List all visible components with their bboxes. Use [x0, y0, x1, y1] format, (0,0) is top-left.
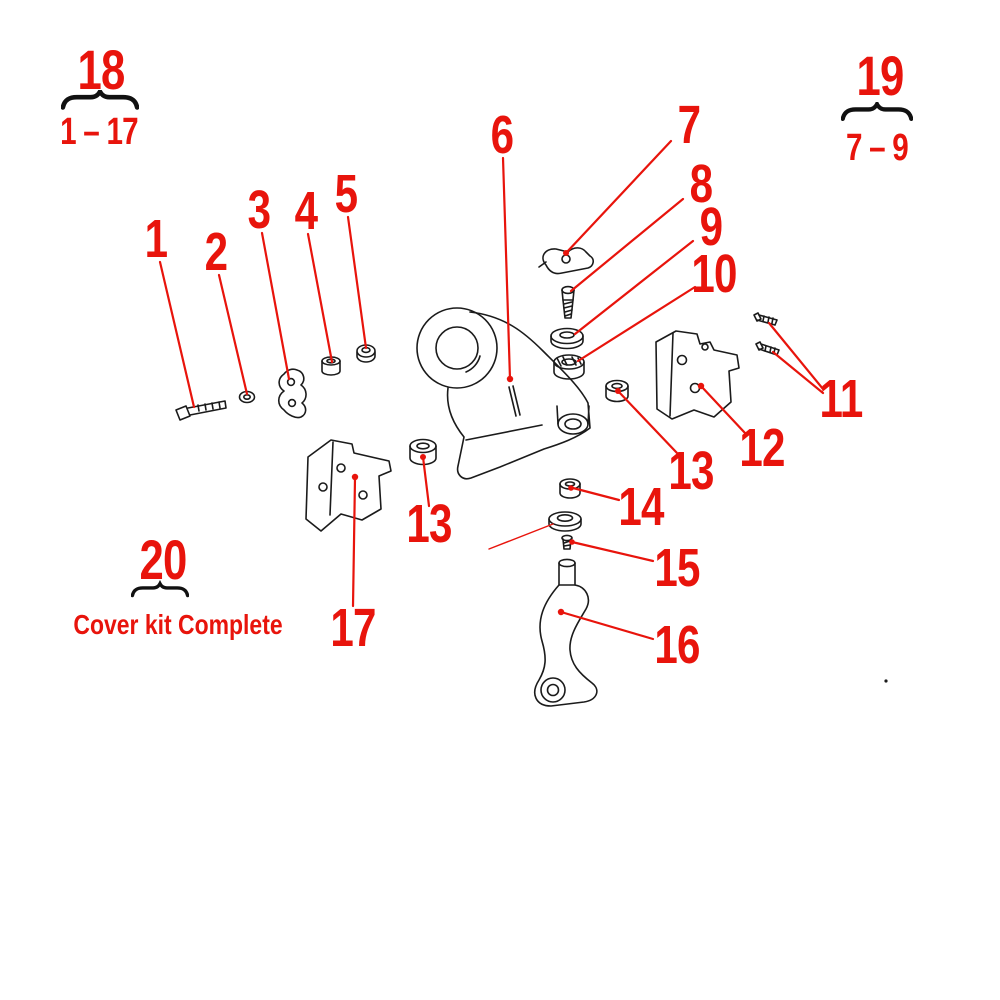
leader-lines [158, 139, 825, 641]
callout-11: 11 [819, 369, 864, 429]
callout-4: 4 [294, 181, 318, 241]
group-18-number: 18 [77, 38, 125, 101]
group-20-number: 20 [139, 528, 187, 591]
group-19-range: 7 – 9 [845, 127, 909, 169]
callout-10: 10 [691, 244, 737, 304]
leader-dots [351, 250, 705, 616]
part-8-bolt [561, 285, 575, 319]
group-19-number: 19 [856, 44, 904, 107]
callout-1: 1 [144, 209, 168, 269]
part-9-washer [550, 327, 584, 350]
callout-8: 8 [689, 154, 713, 214]
callout-6: 6 [490, 105, 514, 165]
group-18-brace-icon [61, 90, 139, 110]
part-1-bolt [175, 400, 227, 421]
part-6-housing [416, 307, 591, 480]
part-3-link [277, 368, 307, 419]
callout-17: 17 [330, 598, 376, 658]
group-18-range: 1 – 17 [60, 111, 139, 153]
callout-7: 7 [677, 95, 701, 155]
callout-12: 12 [739, 418, 785, 478]
callout-5: 5 [334, 164, 358, 224]
part-17-cover-plate [305, 439, 392, 532]
callout-15: 15 [654, 538, 700, 598]
group-19-brace-icon [841, 102, 913, 121]
part-16-pivot-arm [534, 558, 598, 707]
speck [884, 679, 888, 683]
callout-3: 3 [247, 180, 271, 240]
part-10-bushing [553, 354, 585, 380]
callout-14: 14 [618, 477, 664, 537]
callout-13-left: 13 [406, 494, 452, 554]
group-20-brace-icon [131, 580, 189, 598]
callout-13-right: 13 [668, 441, 714, 501]
part-11-screws [753, 312, 780, 356]
callout-16: 16 [654, 615, 700, 675]
callout-2: 2 [204, 222, 228, 282]
callout-9: 9 [699, 197, 723, 257]
part-12-bracket [655, 330, 740, 420]
part-14-bushing [559, 478, 581, 499]
group-20-range: Cover kit Complete [73, 609, 283, 640]
